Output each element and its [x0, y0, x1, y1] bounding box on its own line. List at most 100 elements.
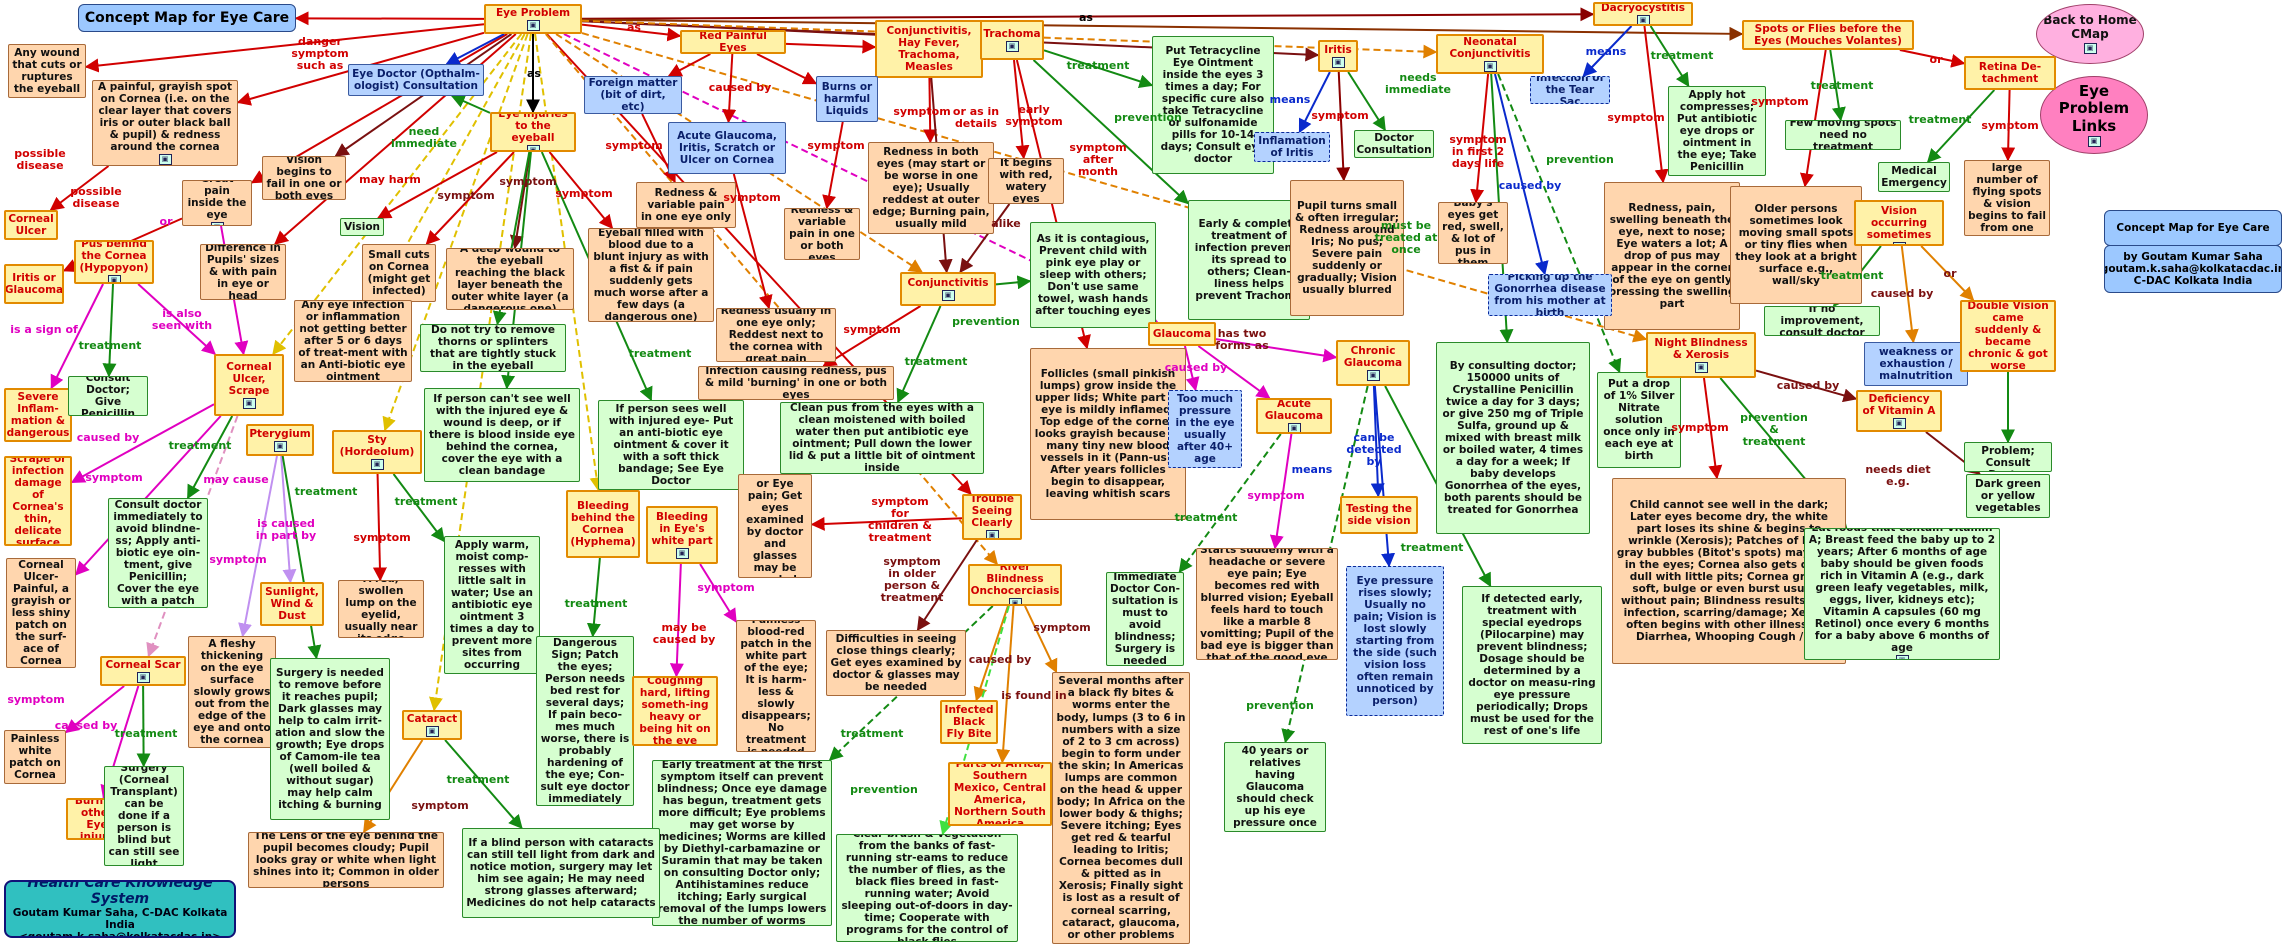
link-label: symptom	[893, 104, 951, 118]
cmap-link-icon[interactable]: ▣	[2087, 135, 2101, 147]
node-text: Acute Glaucoma	[1264, 398, 1324, 422]
node-text: Neonatal Conjunctivitis	[1449, 35, 1531, 60]
node-text: Deficiency of Vitamin A	[1862, 392, 1936, 417]
cmap-link-icon[interactable]: ▣	[1694, 362, 1708, 374]
node-text: Corneal Ulcer- Painful, a grayish or les…	[11, 558, 71, 668]
link-label: must be treated at once	[1374, 218, 1438, 257]
node-text: <goutam.k.saha@kolkatacdac.in>	[18, 931, 221, 938]
cmap-link-icon[interactable]: ▣	[2083, 42, 2097, 54]
node-sty[interactable]: Sty (Hordeolum)▣	[332, 430, 422, 474]
node-iritis[interactable]: Iritis▣	[1318, 40, 1358, 72]
link-label: treatment	[628, 346, 692, 360]
node-eye-injuries[interactable]: Eye Injuries to the eyeball▣	[490, 112, 576, 152]
node-links[interactable]: Eye Problem Links▣	[2040, 76, 2148, 154]
link-label: caused by	[1498, 178, 1562, 192]
edge-bleeding_white-to-coughing	[669, 563, 684, 678]
link-label: caused by	[968, 652, 1032, 666]
node-trachoma[interactable]: Trachoma▣	[980, 20, 1044, 60]
node-chronic-glaucoma[interactable]: Chronic Glaucoma▣	[1336, 340, 1410, 386]
node-tear-sac: Infection of the Tear Sac	[1530, 76, 1610, 104]
cmap-link-icon[interactable]: ▣	[242, 398, 256, 410]
cmap-link-icon[interactable]: ▣	[1366, 370, 1380, 382]
cmap-link-icon[interactable]: ▣	[1892, 418, 1906, 430]
cmap-link-icon[interactable]: ▣	[1895, 655, 1909, 659]
node-text: Infection of the Tear Sac	[1535, 76, 1605, 104]
node-text: Redness usually in one eye only; Reddest…	[720, 308, 832, 362]
cmap-link-icon[interactable]: ▣	[425, 726, 439, 738]
node-bleeding-white[interactable]: Bleeding in Eye's white part▣	[646, 506, 718, 564]
cmap-link-icon[interactable]: ▣	[273, 441, 287, 453]
link-label: symptom	[499, 174, 557, 188]
node-hot-compress: Apply hot compresses; Put antibiotic eye…	[1668, 86, 1766, 176]
node-pterygium[interactable]: Pterygium▣	[246, 424, 314, 456]
node-wound: Any wound that cuts or ruptures the eyeb…	[8, 44, 86, 98]
node-text: Follicles (small pinkish lumps) grow ins…	[1034, 367, 1182, 501]
cmap-link-icon[interactable]: ▣	[526, 20, 540, 32]
cmap-link-icon[interactable]: ▣	[158, 154, 172, 165]
cmap-link-icon[interactable]: ▣	[1331, 57, 1345, 69]
edge-eye_problem-to-wound	[84, 23, 485, 73]
cmap-link-icon[interactable]: ▣	[136, 672, 150, 684]
node-sunlight: Sunlight, Wind & Dust	[260, 582, 324, 626]
node-difficulties: Difficulties in seeing close things clea…	[826, 630, 966, 696]
node-back-home[interactable]: Back to Home CMap▣	[2036, 4, 2144, 64]
node-infection-redness: Infection causing redness, pus & mild 'b…	[698, 366, 894, 400]
node-text: Consult doctor immediately to avoid blin…	[113, 498, 203, 608]
cmap-link-icon[interactable]: ▣	[1892, 242, 1906, 244]
node-red-painful: Red Painful Eyes	[680, 30, 786, 54]
cmap-link-icon[interactable]: ▣	[526, 145, 540, 150]
node-acute-glaucoma[interactable]: Acute Glaucoma▣	[1256, 398, 1332, 434]
node-headaches: Headaches or Eye pain; Get eyes examined…	[738, 474, 812, 578]
node-night-blind[interactable]: Night Blindness & Xerosis▣	[1646, 332, 1756, 378]
node-retina: Retina De-tachment	[1964, 56, 2056, 90]
node-text: Dark green or yellow vegetables	[1974, 477, 2042, 515]
node-eye-doctor: Eye Doctor (Opthalm-ologist) Consultatio…	[348, 64, 484, 96]
node-burns: Burns or harmful Liquids	[816, 76, 878, 122]
link-label: treatment	[840, 726, 904, 740]
node-deficiency-a[interactable]: Deficiency of Vitamin A▣	[1856, 390, 1942, 432]
link-label: needs diet e.g.	[1865, 462, 1931, 488]
node-pus-cornea[interactable]: Pus behind the Cornea (Hypopyon)▣	[74, 240, 154, 284]
edge-eye_problem-to-title_left	[294, 11, 485, 26]
node-text: Coughing hard, lifting someth-ing heavy …	[639, 676, 711, 746]
node-eat-foods[interactable]: Eat foods that contain Vitamin A; Breast…	[1804, 528, 2000, 660]
cmap-link-icon[interactable]: ▣	[1636, 15, 1650, 24]
node-corneal-scar[interactable]: Corneal Scar▣	[100, 656, 186, 686]
cmap-link-icon[interactable]: ▣	[210, 222, 224, 225]
node-text: Cataract	[406, 712, 458, 725]
node-glaucoma: Glaucoma	[1148, 322, 1216, 346]
node-corneal-ulcer-scrape[interactable]: Corneal Ulcer, Scrape▣	[214, 354, 284, 416]
cmap-link-icon[interactable]: ▣	[1483, 61, 1497, 72]
node-text: Iritis or Glaucoma	[4, 271, 64, 296]
cmap-link-icon[interactable]: ▣	[370, 459, 384, 471]
node-follicles: Follicles (small pinkish lumps) grow ins…	[1030, 348, 1186, 520]
cmap-link-icon[interactable]: ▣	[1005, 41, 1019, 53]
cmap-link-icon[interactable]: ▣	[675, 548, 689, 560]
node-trouble-seeing[interactable]: Trouble Seeing Clearly▣	[962, 494, 1022, 540]
node-neonatal[interactable]: Neonatal Conjunctivitis▣	[1436, 34, 1544, 74]
node-eye-problem[interactable]: Eye Problem▣	[484, 4, 582, 34]
cmap-link-icon[interactable]: ▣	[107, 275, 121, 282]
cmap-link-icon[interactable]: ▣	[1287, 423, 1301, 432]
link-label: symptom	[85, 470, 143, 484]
cmap-link-icon[interactable]: ▣	[985, 530, 999, 538]
link-label: has two forms as	[1215, 326, 1269, 352]
cmap-link-icon[interactable]: ▣	[1008, 598, 1022, 604]
node-silver-nitrate: Put a drop of 1% Silver Nitrate solution…	[1597, 372, 1681, 468]
node-conjunctivitis[interactable]: Conjunctivitis▣	[900, 272, 996, 306]
node-fleshy: A fleshy thickening on the eye surface s…	[188, 636, 276, 748]
edge-conj_hay-to-redness_both	[923, 77, 938, 144]
node-double-vision[interactable]: Double Vision occurring sometimes▣	[1854, 200, 1944, 246]
node-great-pain[interactable]: Great pain inside the eye▣	[182, 180, 252, 226]
node-river-blindness[interactable]: River Blindness Onchocerciasis▣	[968, 564, 1062, 606]
node-painful-spot[interactable]: A painful, grayish spot on Cornea (i.e. …	[92, 80, 238, 166]
node-cataract[interactable]: Cataract▣	[402, 710, 462, 740]
link-label: treatment	[1174, 510, 1238, 524]
link-label: symptom in older person & treatment	[880, 554, 944, 605]
node-text: Chronic Glaucoma	[1343, 344, 1403, 369]
link-label: possible disease	[70, 184, 122, 210]
link-label: treatment	[1400, 540, 1464, 554]
node-dacryo[interactable]: Dacryocystitis▣	[1593, 2, 1693, 26]
edge-chronic_glaucoma-to-testing_side	[1370, 385, 1385, 498]
cmap-link-icon[interactable]: ▣	[941, 290, 955, 302]
